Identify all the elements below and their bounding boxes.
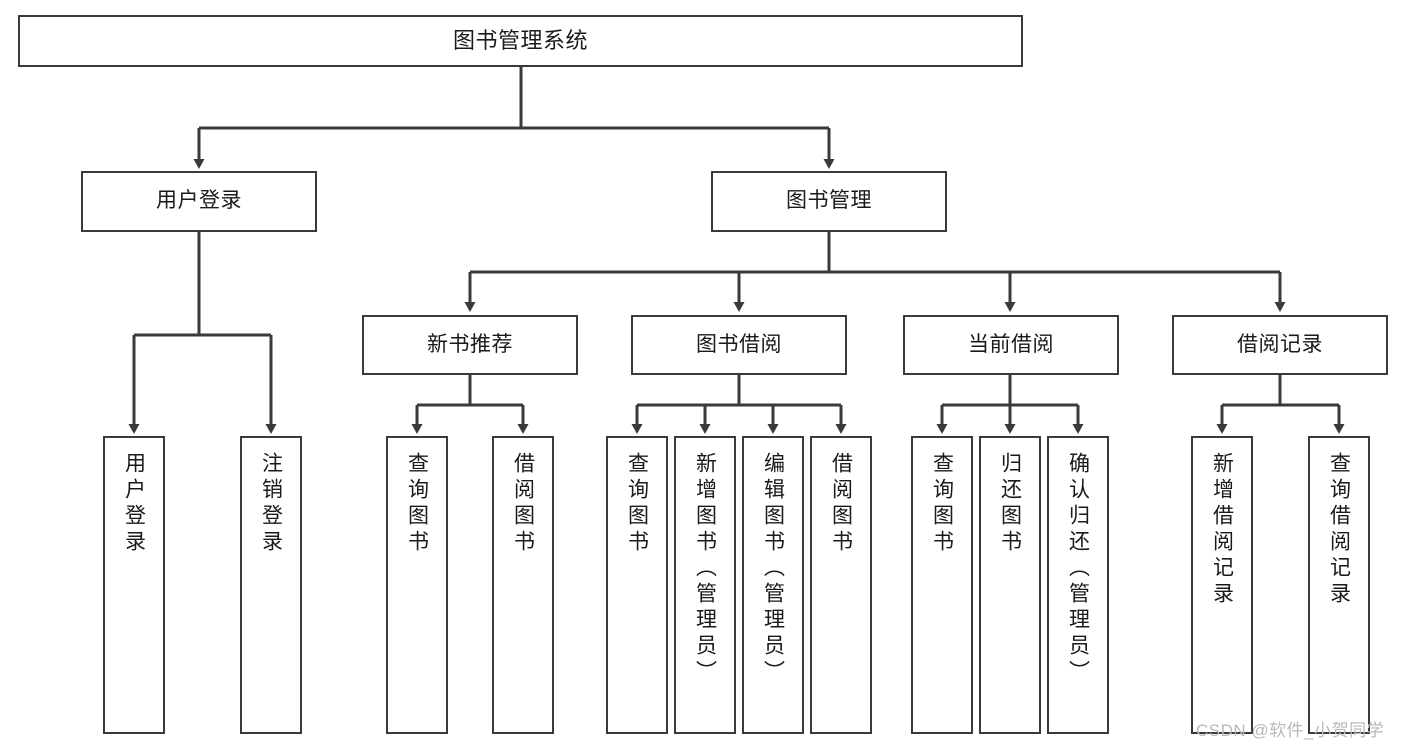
node-leaf-borrow-book-1[interactable]: 借阅图书 (492, 436, 554, 734)
node-leaf-query-book-1[interactable]: 查询图书 (386, 436, 448, 734)
node-label: 注销登录 (259, 452, 283, 556)
node-book-manage[interactable]: 图书管理 (711, 171, 947, 232)
node-label: 确认归还（管理员） (1066, 452, 1090, 686)
node-label: 查询借阅记录 (1327, 452, 1351, 608)
node-label: 新书推荐 (427, 332, 513, 356)
node-leaf-user-login[interactable]: 用户登录 (103, 436, 165, 734)
node-leaf-return-book[interactable]: 归还图书 (979, 436, 1041, 734)
node-label: 用户登录 (122, 452, 146, 556)
node-current-borrow[interactable]: 当前借阅 (903, 315, 1119, 375)
node-leaf-query-book-2[interactable]: 查询图书 (606, 436, 668, 734)
node-label: 图书管理 (786, 189, 872, 213)
node-label: 查询图书 (625, 452, 649, 556)
node-leaf-add-record[interactable]: 新增借阅记录 (1191, 436, 1253, 734)
node-label: 借阅记录 (1237, 332, 1323, 356)
node-label: 借阅图书 (829, 452, 853, 556)
node-leaf-confirm-return[interactable]: 确认归还（管理员） (1047, 436, 1109, 734)
node-leaf-borrow-book-2[interactable]: 借阅图书 (810, 436, 872, 734)
node-new-book-recommend[interactable]: 新书推荐 (362, 315, 578, 375)
watermark-text: CSDN @软件_小贺同学 (1196, 721, 1385, 740)
node-label: 新增借阅记录 (1210, 452, 1234, 608)
node-leaf-add-book[interactable]: 新增图书（管理员） (674, 436, 736, 734)
node-leaf-edit-book[interactable]: 编辑图书（管理员） (742, 436, 804, 734)
node-label: 当前借阅 (968, 332, 1054, 356)
node-label: 图书借阅 (696, 332, 782, 356)
node-root-system[interactable]: 图书管理系统 (18, 15, 1023, 67)
node-leaf-query-book-3[interactable]: 查询图书 (911, 436, 973, 734)
node-leaf-user-logout[interactable]: 注销登录 (240, 436, 302, 734)
node-label: 查询图书 (405, 452, 429, 556)
node-label: 图书管理系统 (452, 28, 588, 54)
node-label: 用户登录 (156, 189, 242, 213)
node-borrow-record[interactable]: 借阅记录 (1172, 315, 1388, 375)
node-label: 查询图书 (930, 452, 954, 556)
node-label: 归还图书 (998, 452, 1022, 556)
node-label: 新增图书（管理员） (693, 452, 717, 686)
node-leaf-query-record[interactable]: 查询借阅记录 (1308, 436, 1370, 734)
node-book-borrow[interactable]: 图书借阅 (631, 315, 847, 375)
node-label: 借阅图书 (511, 452, 535, 556)
node-label: 编辑图书（管理员） (761, 452, 785, 686)
node-user-login[interactable]: 用户登录 (81, 171, 317, 232)
